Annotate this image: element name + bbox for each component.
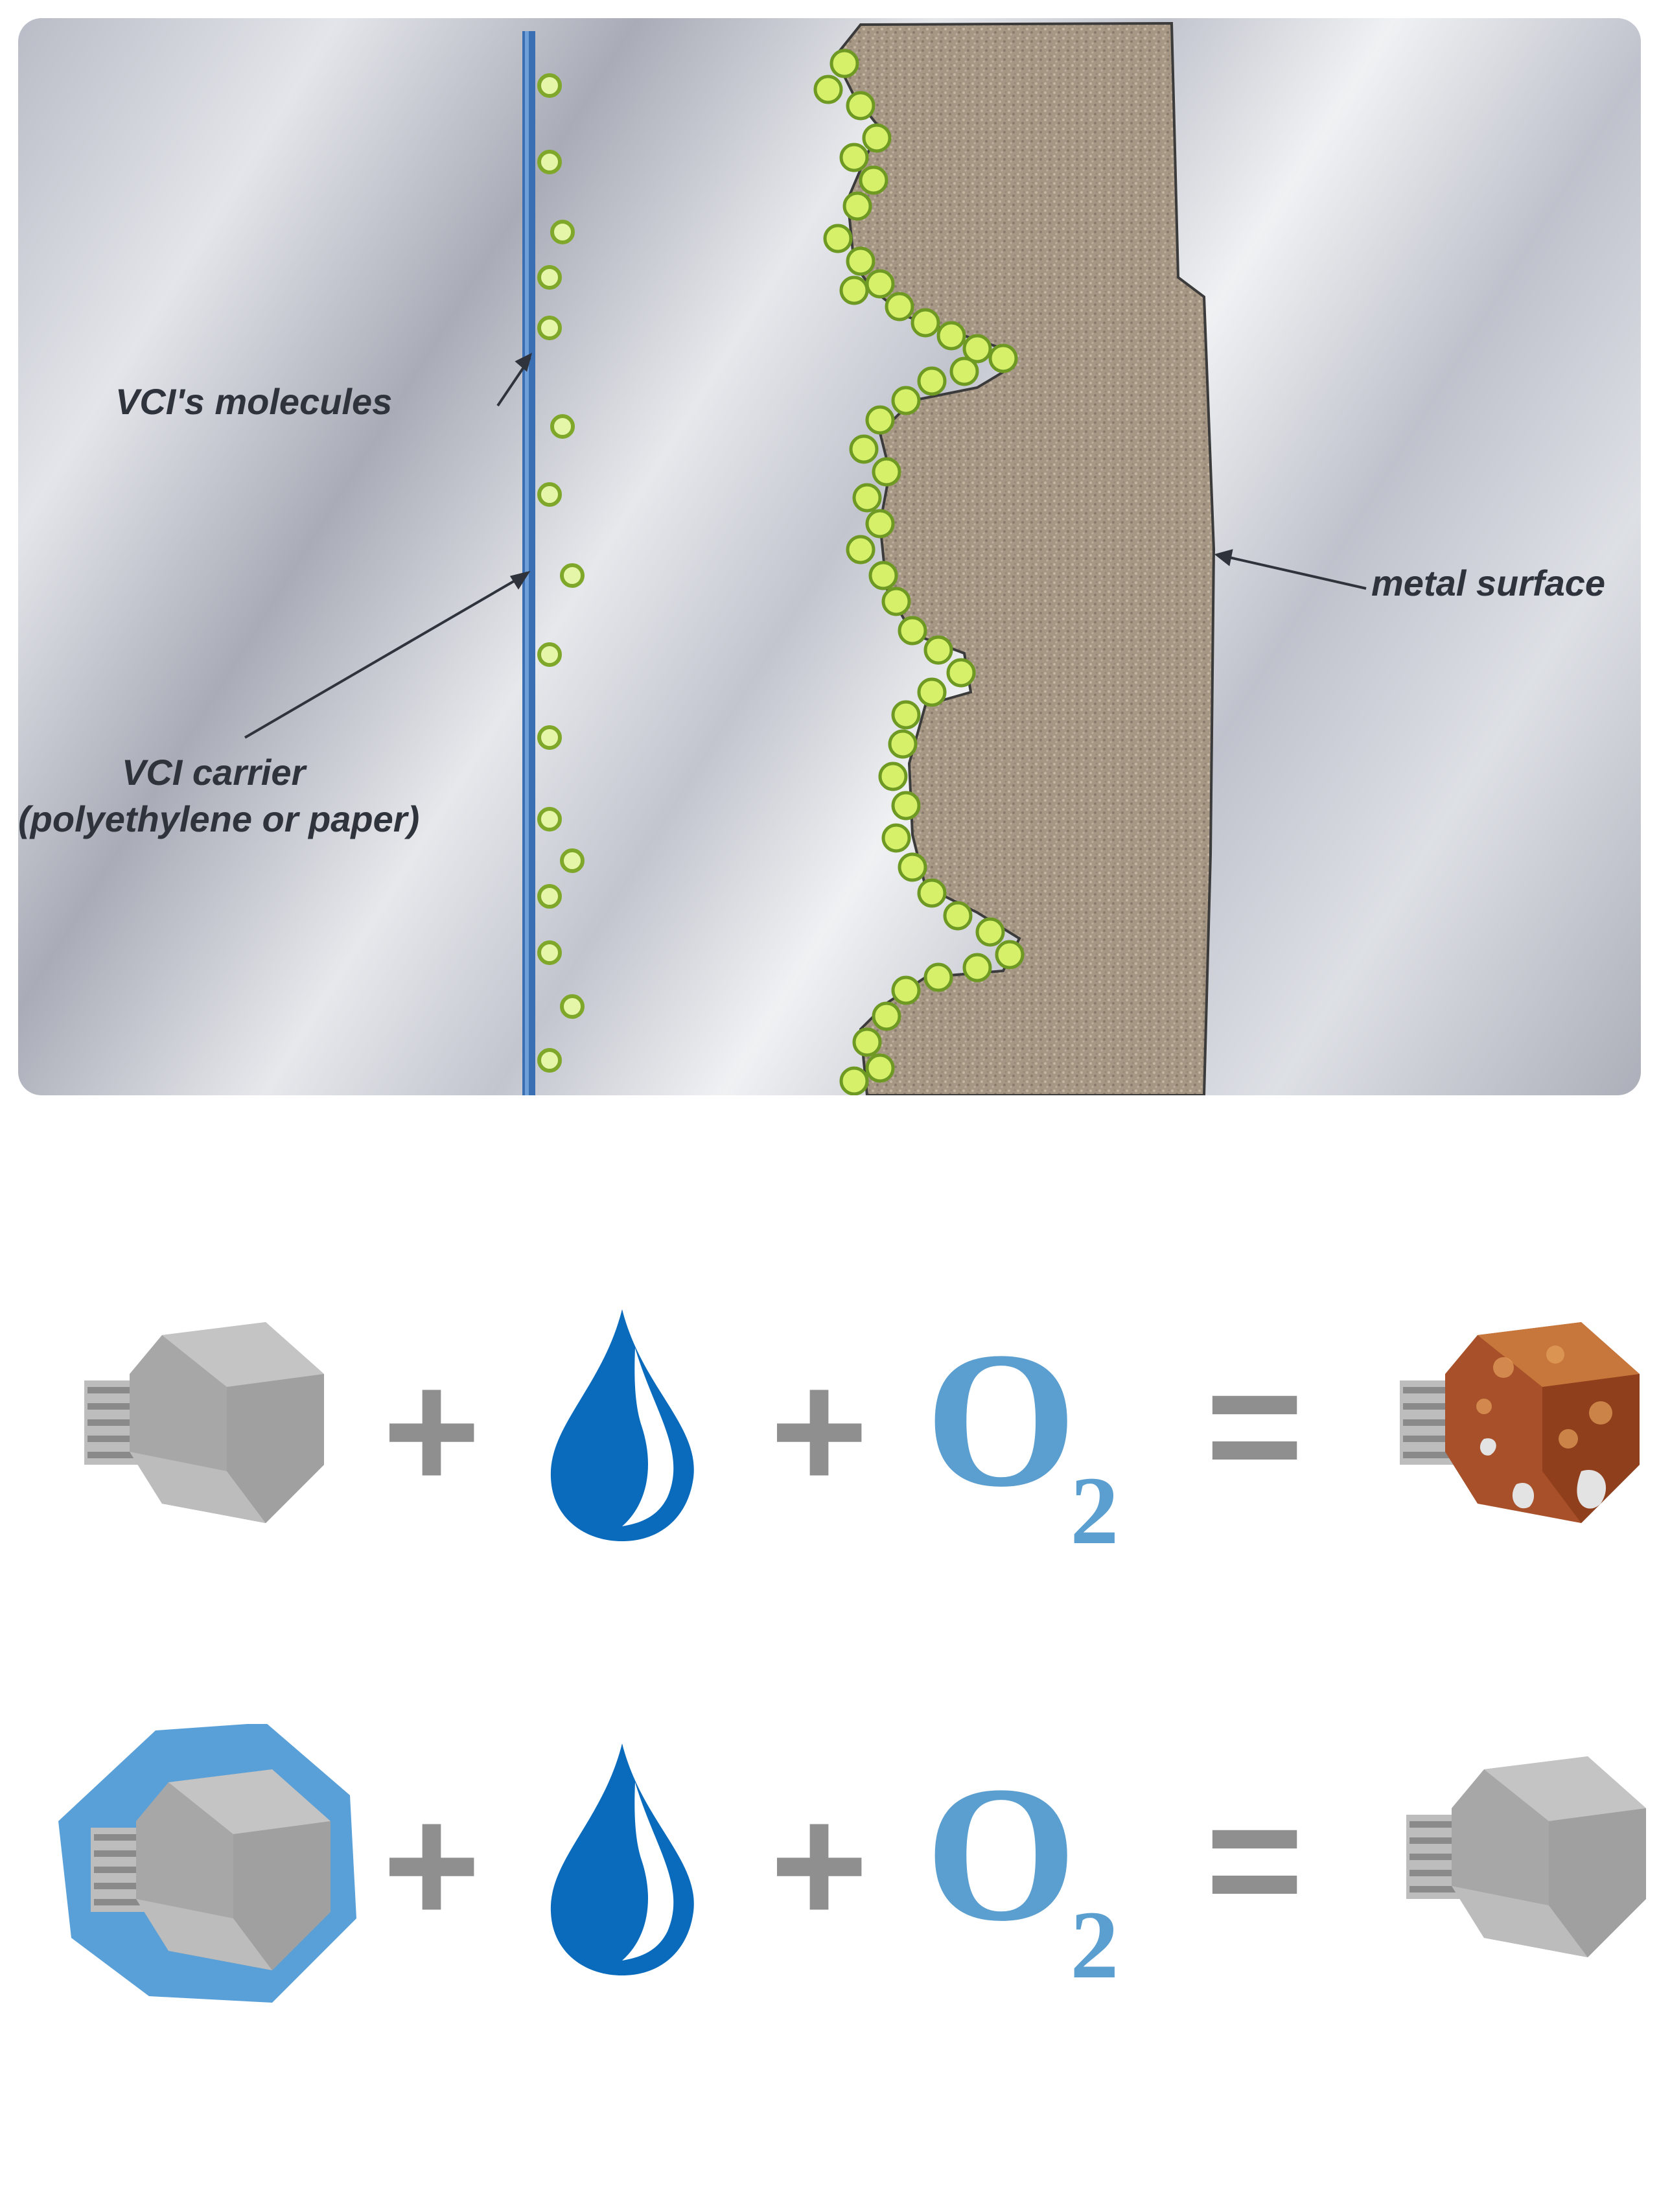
vci-molecules-label: VCI's molecules bbox=[115, 381, 393, 422]
oxygen-symbol: O2 bbox=[925, 1756, 1125, 1994]
plus-sign: + bbox=[382, 1771, 481, 1959]
water-drop-icon bbox=[550, 1309, 694, 1541]
vci-diagram-drawing bbox=[244, 21, 1367, 1095]
clean-bolt-icon bbox=[1406, 1756, 1646, 1957]
plus-sign: + bbox=[770, 1337, 868, 1525]
oxygen-symbol: O2 bbox=[925, 1322, 1125, 1559]
metal-surface-block bbox=[833, 21, 1216, 1095]
water-drop-icon bbox=[550, 1743, 694, 1975]
protected-bolt-icon bbox=[58, 1724, 356, 2003]
label-pointers bbox=[244, 353, 1367, 739]
carrier-molecules bbox=[537, 73, 585, 1073]
adsorbed-molecules bbox=[813, 49, 1025, 1095]
rusted-bolt-icon bbox=[1400, 1322, 1640, 1523]
oxygen-subscript: 2 bbox=[1070, 1457, 1119, 1565]
oxygen-letter: O bbox=[925, 1746, 1077, 1961]
equals-sign: = bbox=[1205, 1766, 1304, 1954]
vci-diagram: VCI's molecules VCI carrier (polyethylen… bbox=[18, 18, 1641, 1095]
plus-sign: + bbox=[770, 1771, 868, 1959]
oxygen-subscript: 2 bbox=[1070, 1891, 1119, 1999]
vci-carrier-label-line2: (polyethylene or paper) bbox=[18, 798, 420, 839]
vci-carrier-label-line1: VCI carrier bbox=[122, 752, 306, 793]
equals-sign: = bbox=[1205, 1332, 1304, 1520]
plus-sign: + bbox=[382, 1337, 481, 1525]
oxygen-letter: O bbox=[925, 1312, 1077, 1527]
metal-surface-label: metal surface bbox=[1371, 563, 1606, 603]
bolt-icon bbox=[84, 1322, 324, 1523]
